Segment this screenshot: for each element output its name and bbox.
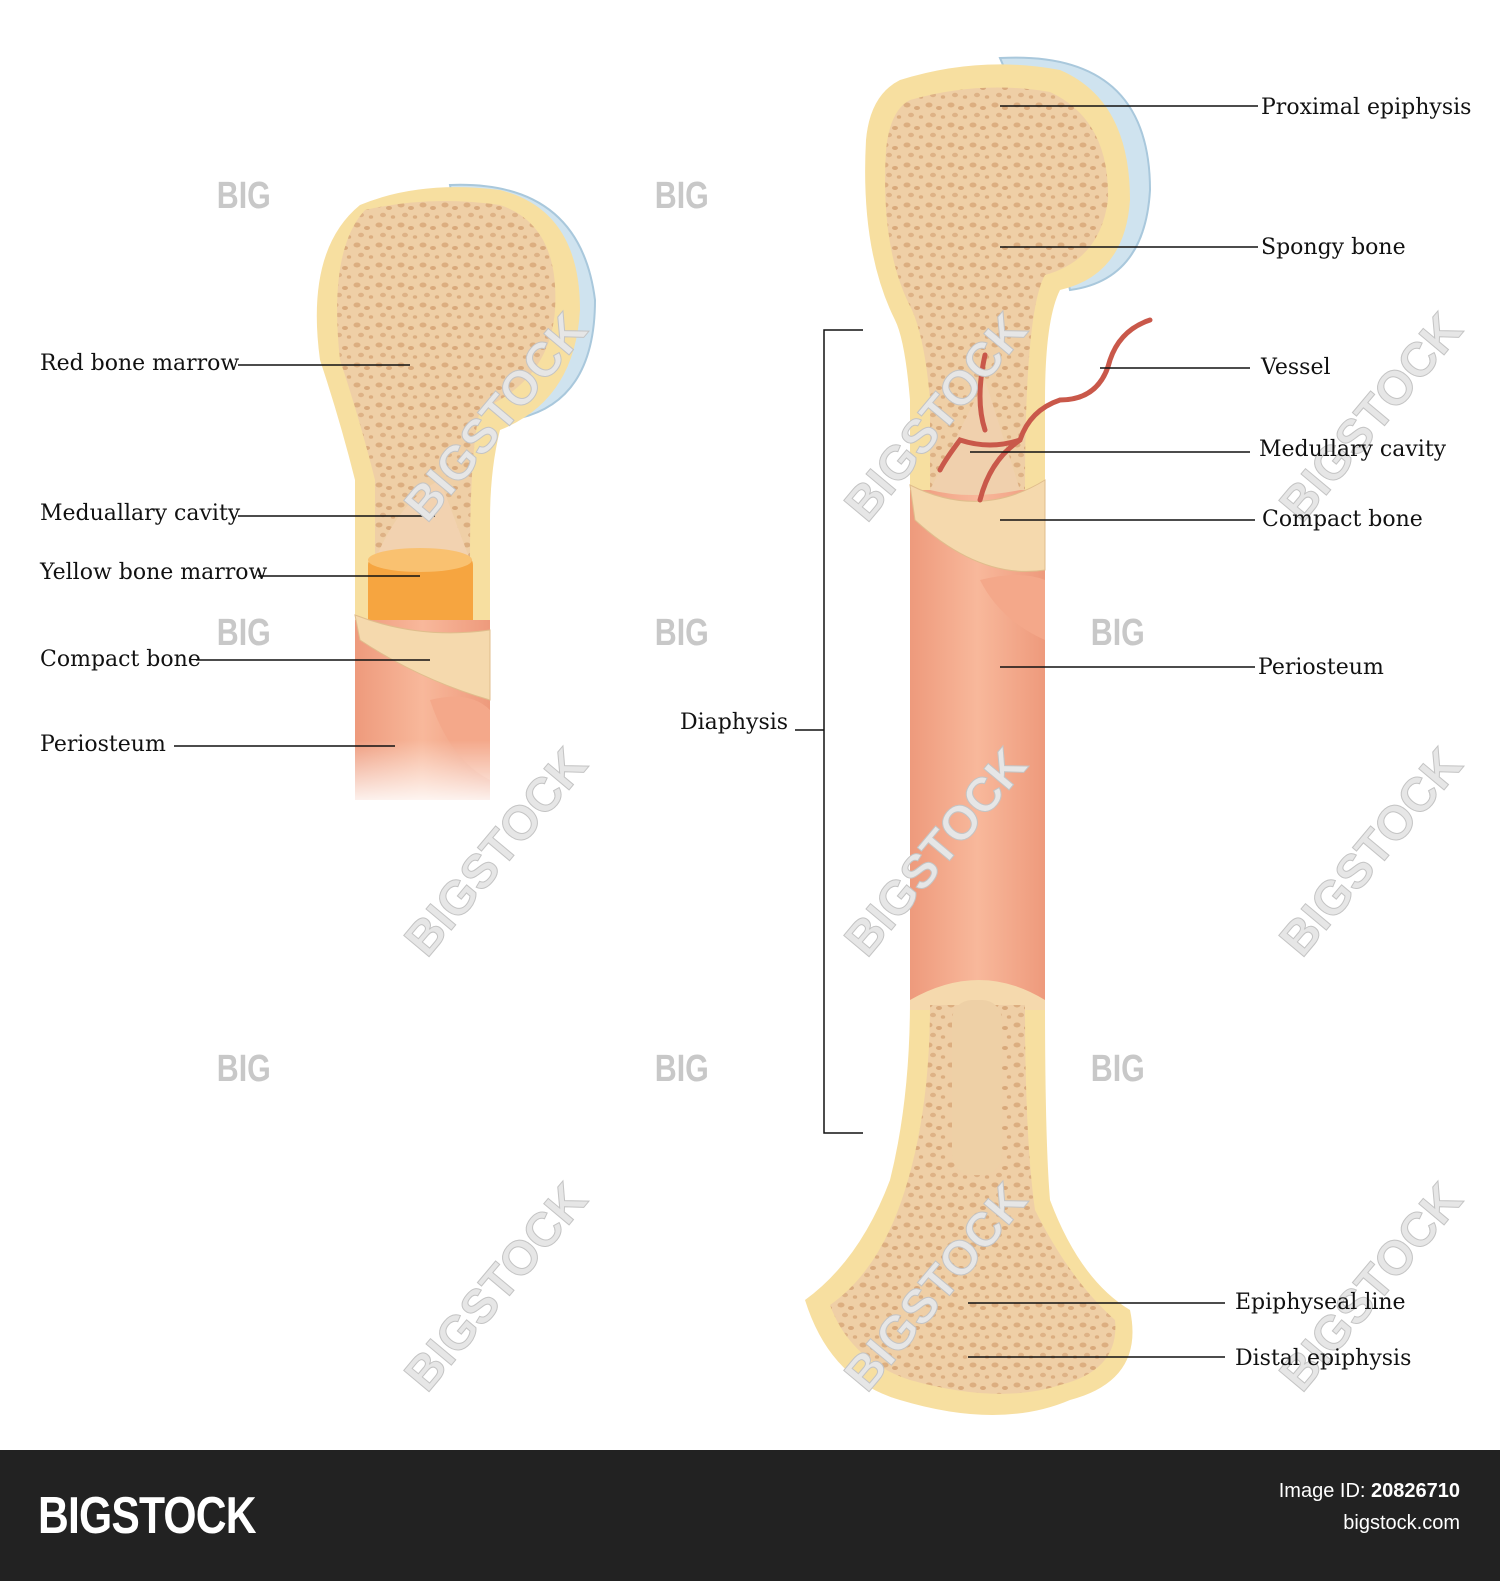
bone-diagram <box>174 56 1258 1415</box>
label-spongy-bone: Spongy bone <box>1261 235 1406 260</box>
compact-bone <box>909 479 1046 572</box>
label-compact-bone-right: Compact bone <box>1262 507 1423 532</box>
leader-lines <box>174 105 1258 1358</box>
label-yellow-bone-marrow: Yellow bone marrow <box>40 560 268 585</box>
yellow-bone-marrow <box>368 555 473 635</box>
distal-spongy <box>830 1005 1116 1394</box>
label-periosteum-left: Periosteum <box>40 732 166 757</box>
watermark-big: BIG <box>654 175 709 217</box>
label-compact-bone-left: Compact bone <box>40 647 201 672</box>
watermark-big: BIG <box>654 612 709 654</box>
image-id-value: 20826710 <box>1371 1480 1460 1502</box>
watermark-big: BIG <box>216 1048 271 1090</box>
left-bone <box>316 183 597 810</box>
watermark-big: BIG <box>1090 1048 1145 1090</box>
image-id: Image ID: 20826710 <box>1279 1480 1460 1503</box>
image-id-label: Image ID: <box>1278 1480 1366 1502</box>
watermark-big: BIG <box>654 1048 709 1090</box>
medullary-canal <box>952 1000 1002 1175</box>
footer-bar: BIGSTOCK Image ID: 20826710 bigstock.com <box>0 1450 1500 1581</box>
right-bone <box>805 56 1153 1415</box>
spongy-bone <box>337 201 556 560</box>
label-medullary-cavity-left: Meduallary cavity <box>40 501 241 526</box>
label-diaphysis: Diaphysis <box>680 710 789 735</box>
distal-compact <box>910 980 1045 1010</box>
spongy-bone <box>885 87 1109 490</box>
bigstock-logo: BIGSTOCK <box>38 1487 257 1545</box>
watermark-big: BIG <box>216 175 271 217</box>
label-vessel: Vessel <box>1261 355 1331 380</box>
label-distal-epiphysis: Distal epiphysis <box>1235 1346 1412 1371</box>
label-periosteum-right: Periosteum <box>1258 655 1384 680</box>
label-epiphyseal-line: Epiphyseal line <box>1235 1290 1406 1315</box>
label-proximal-epiphysis: Proximal epiphysis <box>1261 95 1472 120</box>
compact-bone <box>354 614 491 701</box>
label-medullary-cavity-right: Medullary cavity <box>1259 437 1447 462</box>
vessel <box>937 317 1153 503</box>
label-red-bone-marrow: Red bone marrow <box>40 351 240 376</box>
site-link[interactable]: bigstock.com <box>1343 1512 1460 1534</box>
medullary-cavity <box>375 480 470 560</box>
watermark-big: BIG <box>216 612 271 654</box>
watermark-big: BIG <box>1090 612 1145 654</box>
